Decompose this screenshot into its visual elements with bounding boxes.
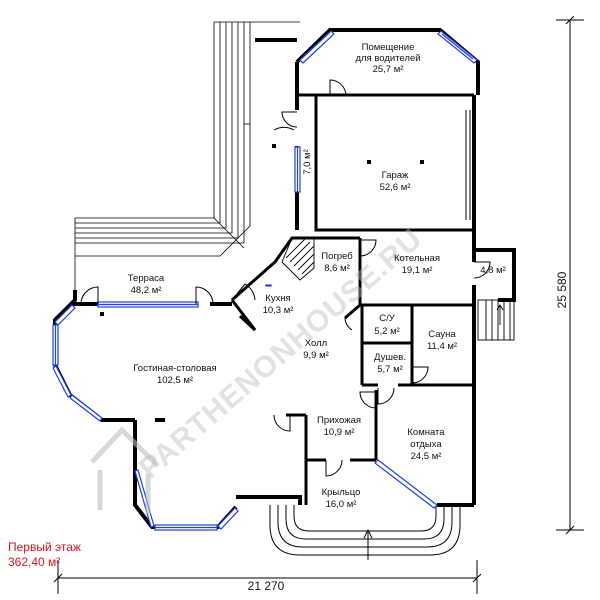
- porch-steps: [269, 505, 461, 560]
- floor-area: 362,40 м²: [8, 555, 61, 569]
- room-label-shower: Душев.5,7 м²: [374, 352, 406, 375]
- interior-walls: [230, 93, 474, 505]
- dimension-height: 25 580: [555, 271, 569, 308]
- stairs: [281, 237, 515, 341]
- room-label-small: 4,8 м²: [480, 265, 506, 276]
- garage-details: [100, 144, 424, 316]
- garage-door: [465, 110, 471, 220]
- watermark-logo: [90, 426, 160, 514]
- terrace-deck: [74, 21, 300, 300]
- floor-title: Первый этаж: [8, 540, 81, 554]
- dimension-width: 21 270: [248, 579, 285, 593]
- room-label-corridor: 7,0 м²: [302, 149, 313, 175]
- floor-caption: Первый этаж 362,40 м²: [8, 540, 81, 570]
- exterior-walls: [53, 28, 516, 529]
- windows: [52, 30, 478, 531]
- doors: [80, 79, 491, 477]
- dimension-lines: [53, 15, 584, 594]
